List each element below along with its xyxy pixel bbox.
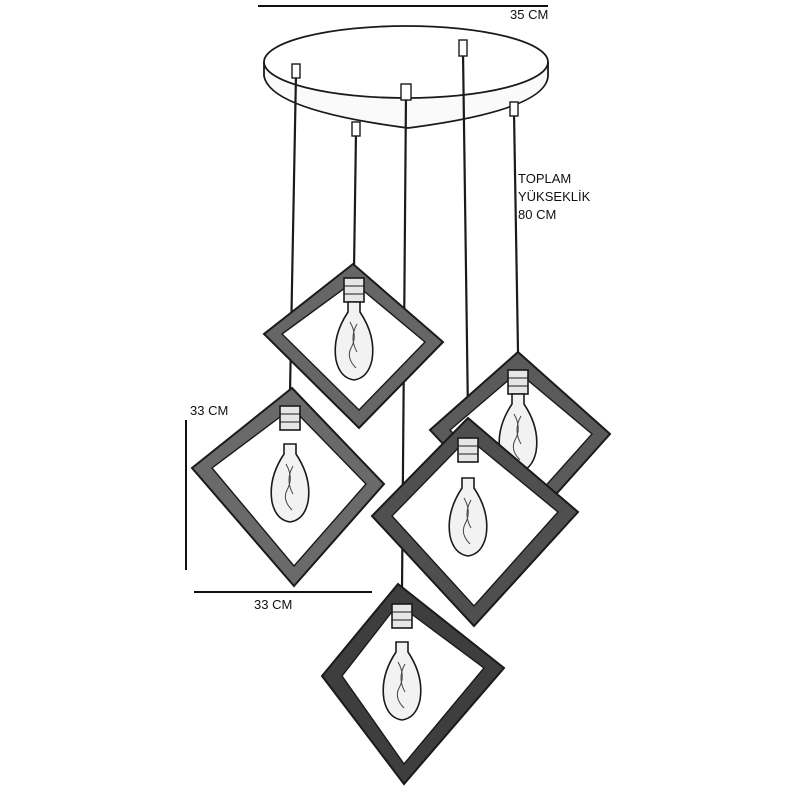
cord-fittings bbox=[291, 39, 519, 137]
lamp-frame-5 bbox=[370, 416, 580, 628]
lamp-frame-2 bbox=[190, 386, 386, 588]
total-height-label: TOPLAM YÜKSEKLİK 80 CM bbox=[518, 170, 590, 224]
total-height-line-1: TOPLAM bbox=[518, 171, 572, 186]
frame-width-label: 33 CM bbox=[254, 597, 293, 612]
lamp-frame-3 bbox=[320, 582, 506, 786]
lamp-frame-1 bbox=[262, 262, 445, 430]
canopy-width-label: 35 CM bbox=[510, 7, 549, 22]
total-height-line-2: YÜKSEKLİK bbox=[518, 189, 591, 204]
frame-height-label: 33 CM bbox=[190, 403, 229, 418]
total-height-line-3: 80 CM bbox=[518, 207, 557, 222]
